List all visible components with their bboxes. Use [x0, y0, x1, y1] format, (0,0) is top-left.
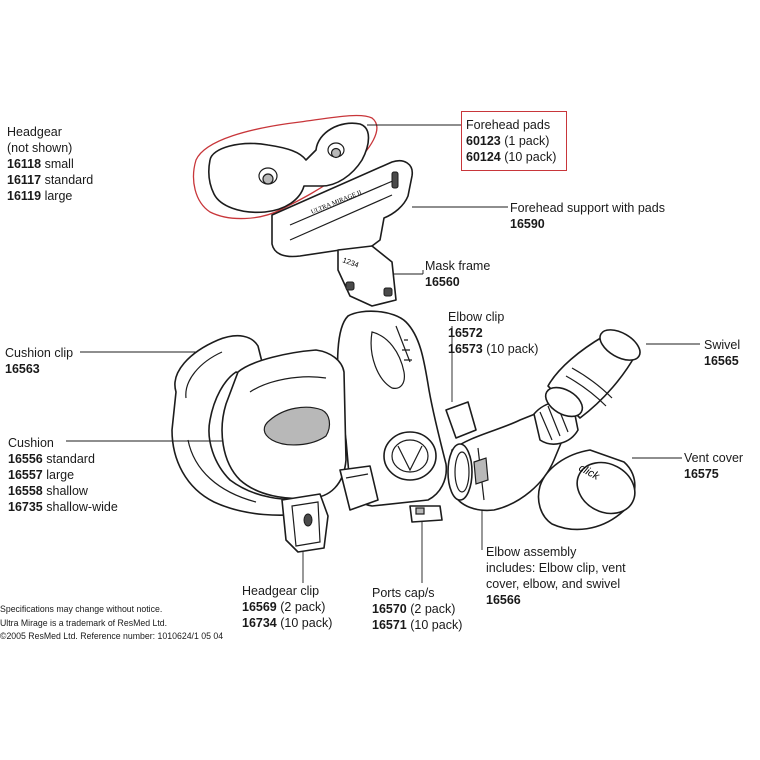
- headgear-name: Headgear: [7, 125, 62, 139]
- footer-line-3: ©2005 ResMed Ltd. Reference number: 1010…: [0, 631, 224, 642]
- elbow-clip-code: 16572: [448, 326, 483, 340]
- cushion-clip-name: Cushion clip: [5, 346, 74, 360]
- ports-cap-name: Ports cap/s: [372, 586, 435, 600]
- forehead-pads-part-row: 60124 (10 pack): [466, 150, 557, 164]
- vent-cover-code: 16575: [684, 467, 719, 481]
- label-mask-frame: Mask frame 16560: [425, 258, 490, 290]
- forehead-support-illustration: ULTRA MIRAGE II: [271, 160, 414, 259]
- footer-notes: Specifications may change without notice…: [0, 603, 223, 644]
- label-swivel: Swivel 16565: [704, 337, 740, 369]
- ports-cap-part-row: 16571 (10 pack): [372, 618, 463, 632]
- frame-side-clip-illustration: [339, 465, 379, 511]
- forehead-support-name: Forehead support with pads: [510, 201, 665, 215]
- cushion-part-row: 16557 large: [8, 468, 75, 482]
- swivel-code: 16565: [704, 354, 739, 368]
- headgear-note: (not shown): [7, 141, 73, 155]
- headgear-clip-part-row: 16734 (10 pack): [242, 616, 333, 630]
- forehead-pads-highlight-box: [461, 111, 567, 171]
- label-forehead-pads: Forehead pads 60123 (1 pack) 60124 (10 p…: [466, 117, 556, 165]
- elbow-assembly-desc-2: cover, elbow, and swivel: [486, 577, 621, 591]
- elbow-clip-name: Elbow clip: [448, 310, 505, 324]
- headgear-clip-illustration: [281, 493, 329, 553]
- vent-cover-illustration: click: [537, 449, 636, 531]
- elbow-assembly-name: Elbow assembly: [486, 545, 577, 559]
- vent-cover-name: Vent cover: [684, 451, 744, 465]
- label-forehead-support: Forehead support with pads 16590: [510, 200, 665, 232]
- cushion-part-row: 16735 shallow-wide: [8, 500, 118, 514]
- headgear-part-row: 16117 standard: [7, 173, 94, 187]
- support-stem-illustration: 1234: [337, 245, 397, 307]
- headgear-clip-part-row: 16569 (2 pack): [242, 600, 326, 614]
- elbow-clip-part-row: 16573 (10 pack): [448, 342, 539, 356]
- headgear-part-row: 16118 small: [7, 157, 74, 171]
- leader-lines: [66, 124, 700, 583]
- label-elbow-clip: Elbow clip 16572 16573 (10 pack): [448, 309, 538, 357]
- headgear-clip-name: Headgear clip: [242, 584, 320, 598]
- forehead-pads-illustration: [208, 122, 370, 214]
- label-cushion-clip: Cushion clip 16563: [5, 345, 73, 377]
- label-ports-cap: Ports cap/s 16570 (2 pack) 16571 (10 pac…: [372, 585, 462, 633]
- label-vent-cover: Vent cover 16575: [684, 450, 743, 482]
- cushion-clip-code: 16563: [5, 362, 40, 376]
- elbow-assembly-code: 16566: [486, 593, 521, 607]
- ports-cap-illustration: [409, 505, 443, 523]
- forehead-pads-part-row: 60123 (1 pack): [466, 134, 550, 148]
- headgear-part-row: 16119 large: [7, 189, 73, 203]
- elbow-assembly-desc-1: includes: Elbow clip, vent: [486, 561, 626, 575]
- mask-frame-code: 16560: [425, 275, 460, 289]
- label-headgear: Headgear (not shown) 16118 small 16117 s…: [7, 124, 93, 204]
- ports-cap-part-row: 16570 (2 pack): [372, 602, 456, 616]
- mask-frame-name: Mask frame: [425, 259, 491, 273]
- cushion-part-row: 16556 standard: [8, 452, 95, 466]
- footer-line-1: Specifications may change without notice…: [0, 604, 163, 615]
- swivel-name: Swivel: [704, 338, 741, 352]
- elbow-illustration: [445, 401, 579, 512]
- cushion-illustration: [171, 334, 347, 516]
- label-elbow-assembly: Elbow assembly includes: Elbow clip, ven…: [486, 544, 626, 608]
- mask-frame-illustration: [336, 310, 448, 507]
- cushion-part-row: 16558 shallow: [8, 484, 88, 498]
- cushion-name: Cushion: [8, 436, 54, 450]
- forehead-pads-name: Forehead pads: [466, 118, 551, 132]
- label-headgear-clip: Headgear clip 16569 (2 pack) 16734 (10 p…: [242, 583, 332, 631]
- swivel-illustration: [544, 329, 641, 419]
- forehead-support-code: 16590: [510, 217, 545, 231]
- label-cushion: Cushion 16556 standard 16557 large 16558…: [8, 435, 118, 515]
- footer-line-2: Ultra Mirage is a trademark of ResMed Lt…: [0, 617, 168, 629]
